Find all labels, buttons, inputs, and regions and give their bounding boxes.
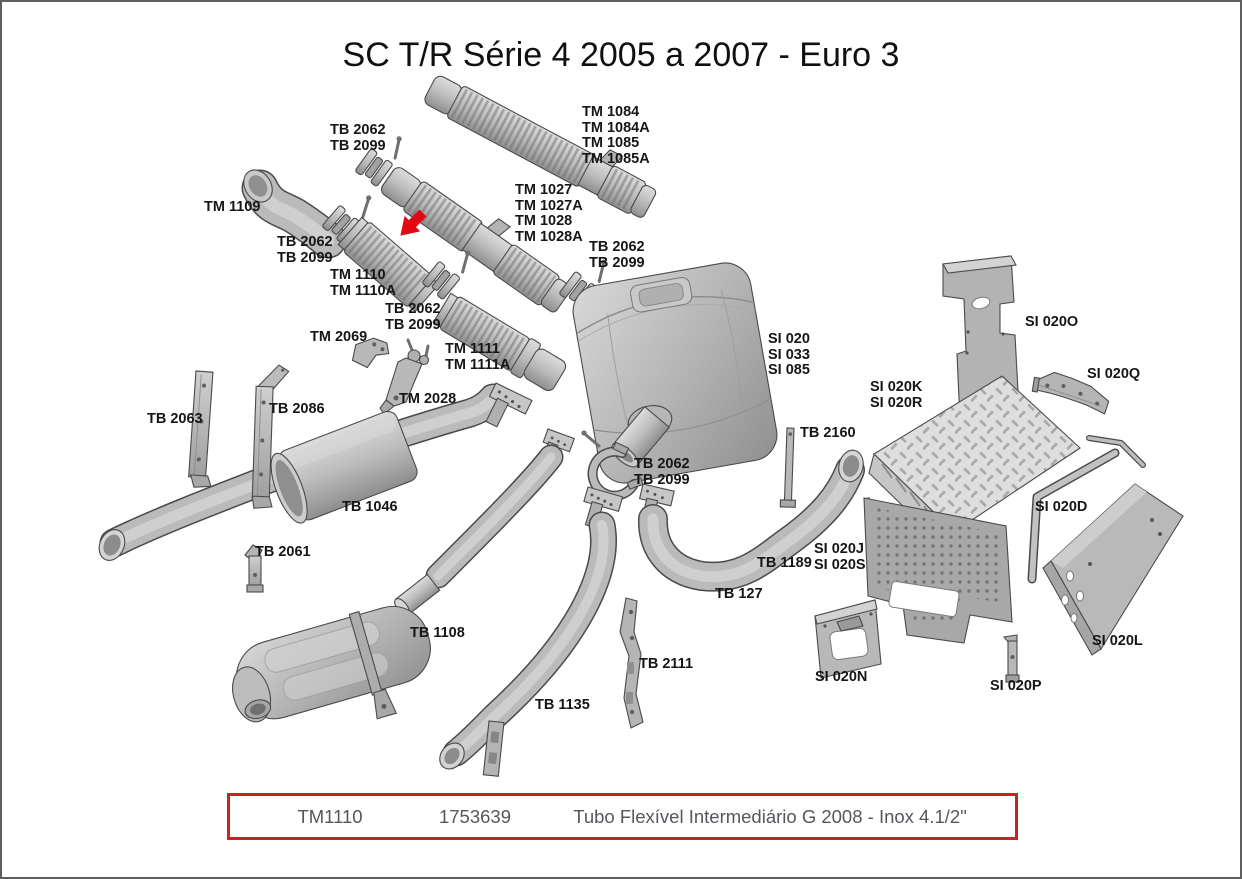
part-si020p-bracket [1002, 634, 1020, 683]
part-si020d-angle-strip [1027, 435, 1146, 584]
part-tb127-elbow-pipe [638, 449, 865, 592]
part-si020n-plate [814, 599, 882, 679]
highlighted-part-row: TM1110 1753639 Tubo Flexível Intermediár… [227, 793, 1018, 840]
part-tm1084-flex-pipe [424, 75, 657, 218]
part-tb2086-bracket [251, 364, 290, 509]
part-tb1135-pipe [439, 486, 624, 777]
part-tb2160-strap [779, 427, 797, 508]
part-number: 1753639 [438, 806, 512, 827]
part-tb2063-bracket [188, 370, 214, 488]
part-description: Tubo Flexível Intermediário G 2008 - Ino… [573, 806, 967, 827]
page-title: SC T/R Série 4 2005 a 2007 - Euro 3 [342, 36, 900, 74]
part-tb2111-bracket [619, 597, 644, 729]
part-tm1109-elbow-pipe [241, 169, 347, 259]
part-si020l-plate [1042, 483, 1184, 656]
part-tb1046-pipe [98, 382, 533, 561]
part-tb2061-bracket [244, 544, 264, 593]
part-tm2028-bracket [379, 338, 430, 415]
part-tb1108-muffler [232, 573, 441, 723]
part-tm1027-flex-pipe [381, 167, 572, 313]
part-tm1110-flex-pipe [337, 216, 440, 313]
part-tm2069-bracket [351, 337, 390, 369]
part-code: TM1110 [297, 806, 363, 827]
part-si020-muffler-body [572, 262, 778, 484]
part-tb2062-horseshoe-clamp [581, 430, 644, 501]
part-si020q-bracket [1031, 371, 1110, 415]
highlight-arrow-icon [400, 209, 427, 236]
part-tm1111-flex-pipe [432, 292, 567, 392]
part-tb1108-inlet-pipe [425, 428, 576, 589]
part-si020j-perforated-plate [863, 497, 1013, 644]
